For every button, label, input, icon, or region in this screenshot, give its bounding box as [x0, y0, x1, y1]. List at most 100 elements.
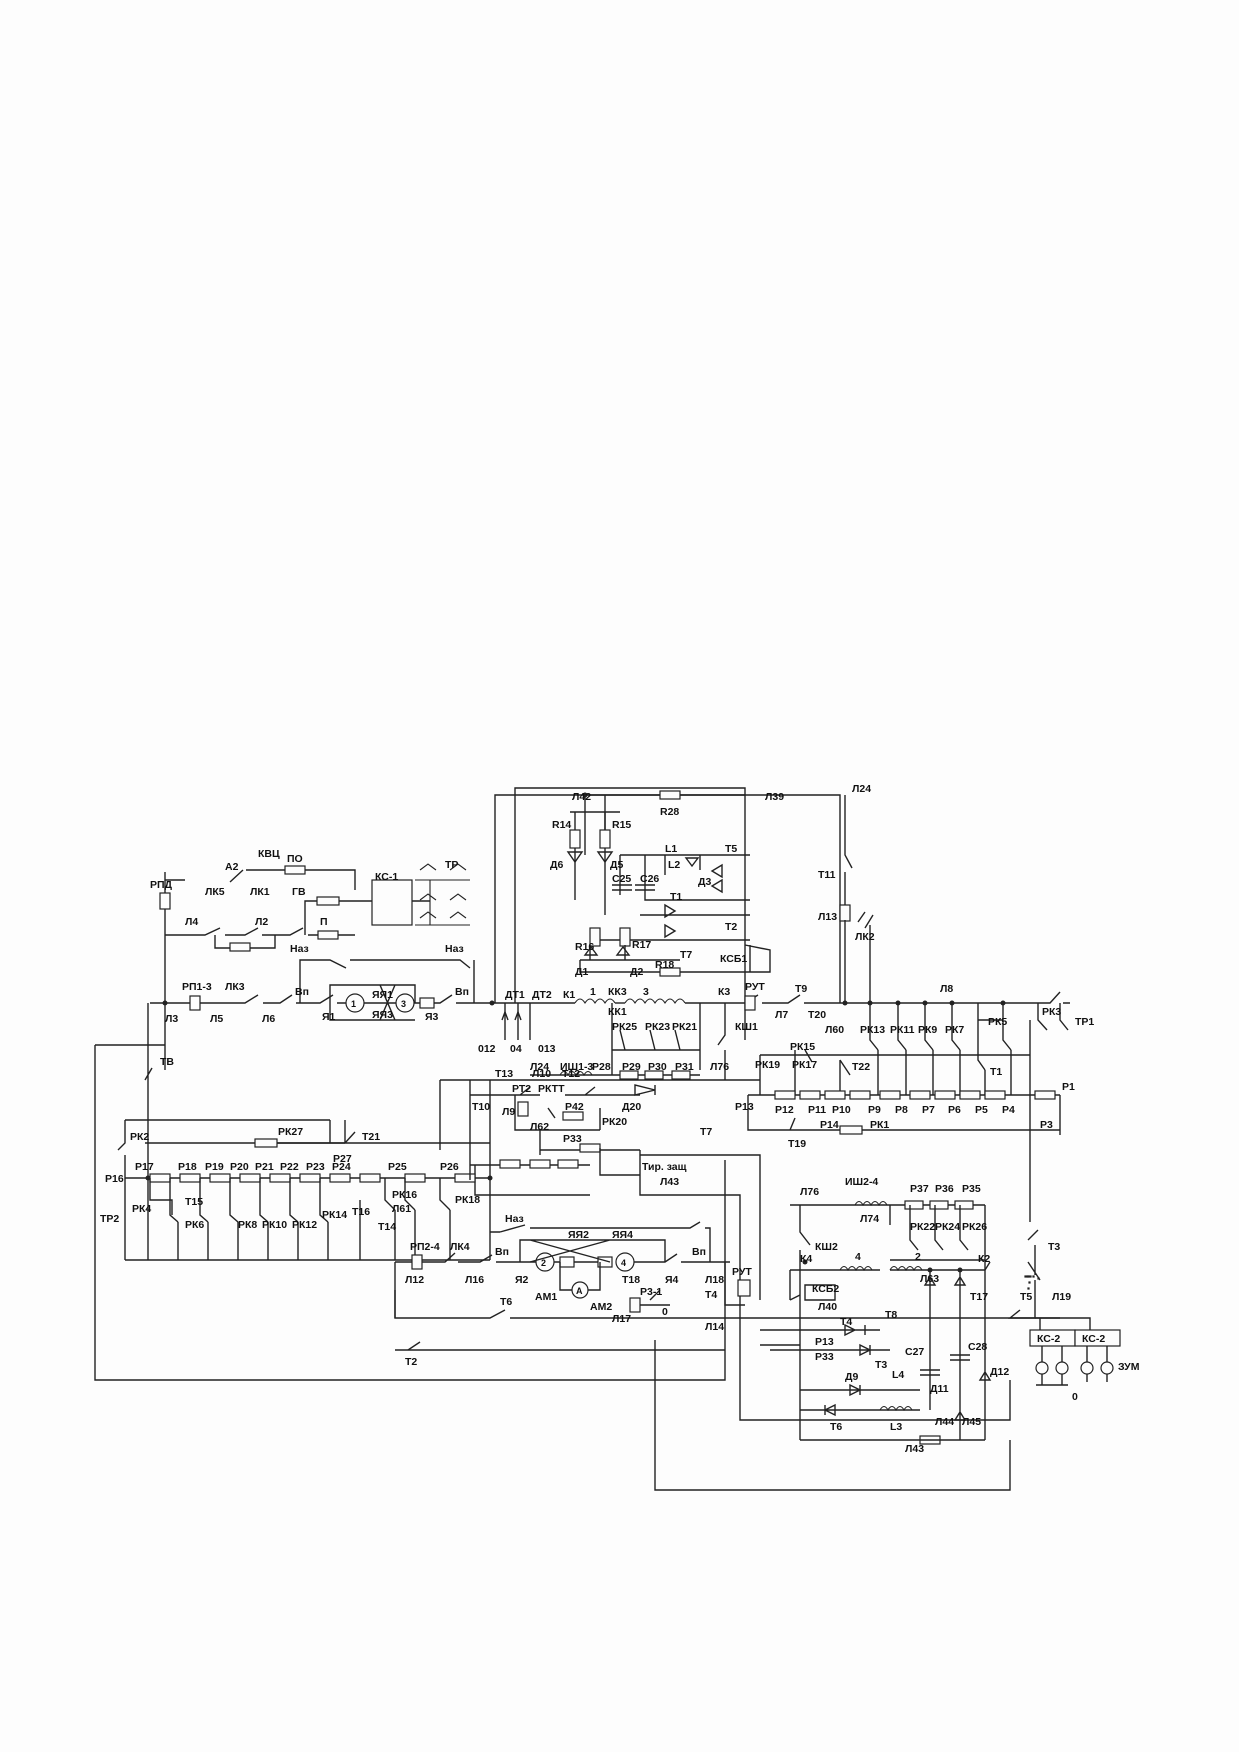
label-l10: Л10: [532, 1068, 551, 1080]
label-rk10: РК10: [262, 1219, 287, 1231]
label-l17: Л17: [612, 1313, 631, 1325]
label-p24: Р24: [332, 1161, 351, 1173]
label-l8: Л8: [940, 983, 953, 995]
label-motor-4: 4: [621, 1258, 626, 1268]
label-ya3: Я3: [425, 1011, 439, 1023]
thyristor-unit-2: [654, 1200, 1011, 1491]
label-p23: Р23: [306, 1161, 325, 1173]
rk-contact-array: [747, 1003, 1069, 1262]
label-l76-b: Л76: [800, 1186, 819, 1198]
label-p20: Р20: [230, 1161, 249, 1173]
label-04: 04: [510, 1043, 522, 1055]
label-rk20: РК20: [602, 1116, 627, 1128]
label-rk4: РК4: [132, 1203, 151, 1215]
label-lk3: ЛК3: [225, 981, 245, 993]
label-kk1: КК1: [608, 1006, 627, 1018]
label-lk2: ЛК2: [855, 931, 875, 943]
label-t5-top: Т5: [725, 843, 737, 855]
label-p33-a: Р33: [563, 1133, 582, 1145]
label-coil-3: 3: [643, 986, 649, 998]
label-tr: ТР: [445, 859, 458, 871]
label-rk17: РК17: [792, 1059, 817, 1071]
label-l6: Л6: [262, 1013, 275, 1025]
label-l60: Л60: [825, 1024, 844, 1036]
label-vp-3: Вп: [495, 1246, 509, 1258]
label-ksb1: КСБ1: [720, 953, 747, 965]
label-rk6: РК6: [185, 1219, 204, 1231]
label-lk1: ЛК1: [250, 886, 270, 898]
label-l40: Л40: [818, 1301, 837, 1313]
label-ks-1: КС-1: [375, 871, 398, 883]
label-ya2: Я2: [515, 1274, 529, 1286]
label-p30: Р30: [648, 1061, 667, 1073]
label-zero-a: 0: [662, 1306, 668, 1318]
label-rk24: РК24: [935, 1221, 960, 1233]
label-t1-top: Т1: [670, 891, 682, 903]
supply-circuit: [159, 863, 470, 952]
label-t18: Т18: [622, 1274, 640, 1286]
label-l3: Л3: [165, 1013, 178, 1025]
label-coil-2: 2: [915, 1251, 921, 1263]
label-rk27: РК27: [278, 1126, 303, 1138]
label-ksh2: КШ2: [815, 1241, 838, 1253]
label-t17: Т17: [970, 1291, 988, 1303]
label-am1: АМ1: [535, 1291, 557, 1303]
label-ks-2-b: КС-2: [1082, 1333, 1105, 1345]
label-p31: Р31: [675, 1061, 694, 1073]
label-rk13: РК13: [860, 1024, 885, 1036]
junction-dots: [145, 792, 1006, 1273]
label-k4: К4: [800, 1253, 812, 1265]
label-t20: Т20: [808, 1009, 826, 1021]
label-t4-a: Т4: [705, 1289, 717, 1301]
label-rk11: РК11: [890, 1024, 915, 1036]
label-013: 013: [538, 1043, 556, 1055]
label-t5-b: Т5: [1020, 1291, 1032, 1303]
label-t15: Т15: [185, 1196, 203, 1208]
label-t14: Т14: [378, 1221, 396, 1233]
label-l16: Л16: [465, 1274, 484, 1286]
rpd-relay: [159, 892, 171, 910]
label-rk3: РК3: [1042, 1006, 1061, 1018]
label-p36: Р36: [935, 1183, 954, 1195]
label-t3-b: Т3: [1048, 1241, 1060, 1253]
label-rk25: РК25: [612, 1021, 637, 1033]
label-d11: Д11: [930, 1383, 949, 1395]
label-rktt: РКТТ: [538, 1083, 565, 1095]
label-p5: Р5: [975, 1104, 988, 1116]
label-rp2-4: РП2-4: [410, 1241, 440, 1253]
label-p8: Р8: [895, 1104, 908, 1116]
rp1-3-relay: [189, 995, 201, 1011]
label-d3: Д3: [698, 876, 711, 888]
label-p: П: [320, 916, 328, 928]
label-p14: Р14: [820, 1119, 839, 1131]
label-p1: Р1: [1062, 1081, 1075, 1093]
label-l63: Л63: [920, 1273, 939, 1285]
label-rk22: РК22: [910, 1221, 935, 1233]
label-t6-b: Т6: [830, 1421, 842, 1433]
label-rk12: РК12: [292, 1219, 317, 1231]
label-k2: К2: [978, 1253, 990, 1265]
label-p18: Р18: [178, 1161, 197, 1173]
label-naz-2: Наз: [445, 943, 464, 955]
label-rk5: РК5: [988, 1016, 1007, 1028]
label-t1-bottom: Т1: [990, 1066, 1002, 1078]
label-r17: R17: [632, 939, 651, 951]
label-d12: Д12: [990, 1366, 1009, 1378]
traction-motor-circuit-1: [150, 935, 492, 1070]
label-rk14: РК14: [322, 1209, 347, 1221]
label-l13: Л13: [818, 911, 837, 923]
label-zum: ЗУМ: [1118, 1361, 1140, 1373]
label-t7-top: Т7: [680, 949, 692, 961]
label-p13-a: Р13: [735, 1101, 754, 1113]
label-t19: Т19: [788, 1138, 806, 1150]
label-t10: Т10: [472, 1101, 490, 1113]
label-t21: Т21: [362, 1131, 380, 1143]
label-rk15: РК15: [790, 1041, 815, 1053]
label-l19: Л19: [1052, 1291, 1071, 1303]
label-p3-1: Р3-1: [640, 1286, 662, 1298]
label-t2-top: Т2: [725, 921, 737, 933]
label-vp-2: Вп: [455, 986, 469, 998]
label-l18: Л18: [705, 1274, 724, 1286]
main-bus: [492, 991, 1070, 1080]
label-l14: Л14: [705, 1321, 724, 1333]
